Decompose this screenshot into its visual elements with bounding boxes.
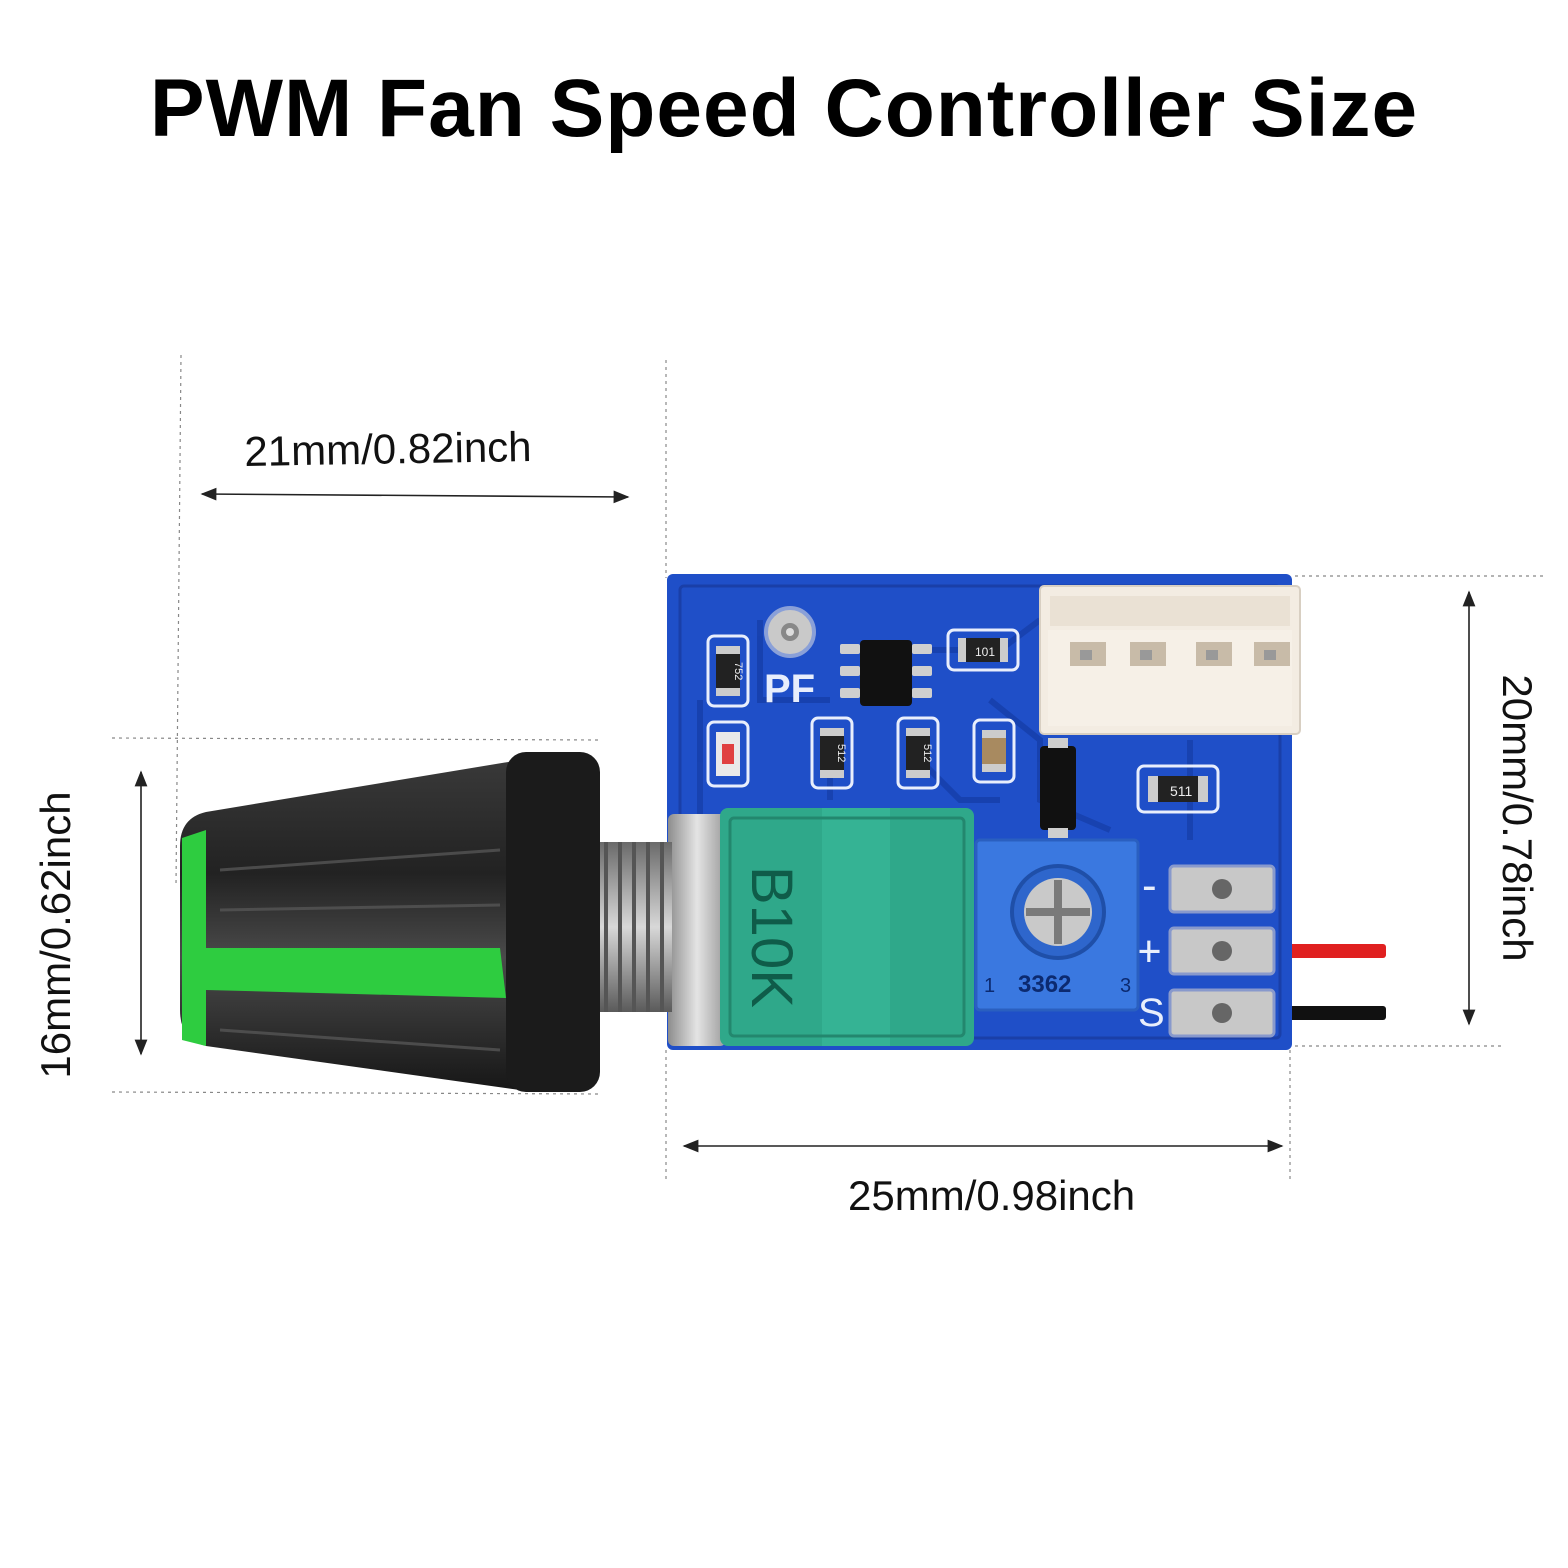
top-width-arrow xyxy=(200,487,630,504)
trimmer-label: 3362 xyxy=(1018,971,1071,998)
guide-lines xyxy=(111,354,1546,1182)
wires xyxy=(1270,944,1386,1020)
pot-label: B10K xyxy=(739,866,804,1008)
svg-text:512: 512 xyxy=(921,744,933,762)
solder-pads xyxy=(1168,864,1276,1038)
dimension-right-height: 20mm/0.78inch xyxy=(1494,674,1541,962)
page-title: PWM Fan Speed Controller Size xyxy=(149,63,1419,154)
pin-minus-label: - xyxy=(1142,861,1157,910)
knob xyxy=(180,752,600,1092)
resistor-512-b: 512 xyxy=(896,716,940,790)
led xyxy=(706,720,750,788)
mounting-hole xyxy=(764,606,816,658)
svg-text:511: 511 xyxy=(1170,783,1193,799)
trimmer-pot: 3362 1 3 xyxy=(974,838,1140,1012)
dimension-left-height: 16mm/0.62inch xyxy=(32,791,79,1079)
main-potentiometer: B10K xyxy=(668,808,974,1046)
svg-text:3: 3 xyxy=(1120,975,1131,997)
svg-text:752: 752 xyxy=(732,662,744,680)
pcb-board: PF 752 xyxy=(667,574,1301,1050)
svg-text:101: 101 xyxy=(975,645,995,659)
resistor-512-a: 512 xyxy=(810,716,854,790)
red-wire xyxy=(1270,944,1386,958)
pin-signal-label: S xyxy=(1138,991,1165,1035)
resistor-752: 752 xyxy=(706,634,750,708)
resistor-101: 101 xyxy=(946,628,1020,672)
dimension-top-width: 21mm/0.82inch xyxy=(244,422,532,475)
svg-text:512: 512 xyxy=(835,744,847,762)
pf-label: PF xyxy=(764,667,815,711)
dimension-arrows xyxy=(134,487,1476,1153)
dimension-bottom-width: 25mm/0.98inch xyxy=(848,1172,1136,1219)
transistor xyxy=(1040,738,1076,838)
ic-chip xyxy=(840,640,932,706)
pin-plus-label: + xyxy=(1136,927,1162,976)
pot-shaft xyxy=(598,842,672,1012)
capacitor xyxy=(972,718,1016,784)
resistor-511: 511 xyxy=(1136,764,1220,814)
black-wire xyxy=(1270,1006,1386,1020)
svg-text:1: 1 xyxy=(984,975,995,997)
fan-connector xyxy=(1039,585,1301,735)
